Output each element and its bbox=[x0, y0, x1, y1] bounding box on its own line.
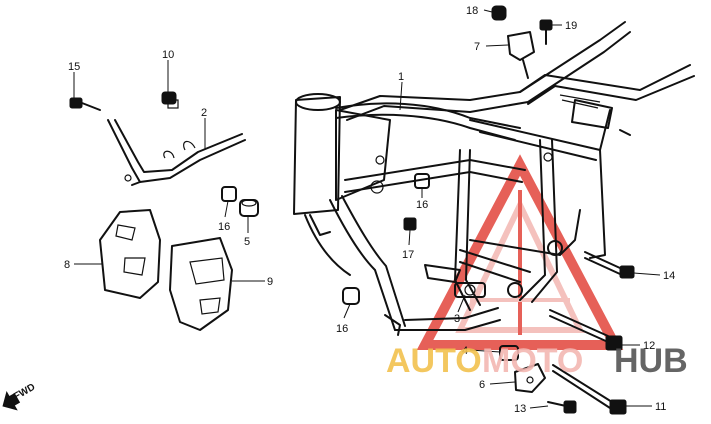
bracket-7-part bbox=[507, 31, 535, 79]
side-cover-left-part bbox=[99, 209, 161, 299]
callout-18: 18 bbox=[466, 5, 478, 17]
bolt-12-part bbox=[549, 309, 623, 351]
main-frame bbox=[293, 21, 695, 336]
rubber-16-part bbox=[221, 186, 237, 202]
bolt-15-part bbox=[69, 97, 101, 111]
nut-17-part bbox=[403, 217, 417, 231]
side-cover-right-part bbox=[169, 237, 233, 331]
nut-10-part bbox=[161, 91, 179, 109]
callout-9: 9 bbox=[267, 276, 273, 288]
callout-19: 19 bbox=[565, 20, 577, 32]
bolt-19-part bbox=[539, 19, 553, 45]
collar-4-part bbox=[499, 345, 519, 361]
rubber-16-low-part bbox=[342, 287, 360, 305]
callout-8: 8 bbox=[64, 259, 70, 271]
callout-11: 11 bbox=[655, 401, 666, 413]
callout-6: 6 bbox=[479, 379, 485, 391]
callout-13: 13 bbox=[514, 403, 526, 415]
forward-direction-indicator: FWD bbox=[2, 382, 37, 411]
callout-10: 10 bbox=[162, 49, 174, 61]
callout-5: 5 bbox=[244, 236, 250, 248]
fwd-label: FWD bbox=[12, 382, 37, 403]
bracket-6-part bbox=[514, 363, 546, 393]
leader-lines bbox=[73, 9, 661, 409]
bolt-13-part bbox=[547, 400, 577, 414]
callout-2: 2 bbox=[201, 107, 207, 119]
callout-15: 15 bbox=[68, 61, 80, 73]
callout-1: 1 bbox=[398, 71, 404, 83]
watermark-logo-triangle bbox=[416, 154, 624, 350]
watermark-text: AUTO MOTO HUB bbox=[386, 342, 688, 380]
collar-3-part bbox=[454, 282, 486, 298]
bolt-14-part bbox=[584, 251, 635, 279]
callout-3: 3 bbox=[454, 313, 460, 325]
collar-5-part bbox=[239, 199, 259, 217]
forward-arrow-icon bbox=[2, 391, 21, 411]
watermark-part-1: AUTO bbox=[386, 342, 482, 380]
grommet-18-part bbox=[491, 5, 507, 21]
bolt-11-part bbox=[552, 364, 627, 415]
watermark-part-2: MOTO bbox=[482, 342, 583, 380]
watermark-part-3: HUB bbox=[614, 342, 688, 380]
callout-4: 4 bbox=[462, 345, 468, 357]
callout-16-mid: 16 bbox=[416, 199, 428, 211]
callout-numbers: 1 2 3 4 5 6 7 8 9 10 11 12 13 14 15 16 1… bbox=[64, 5, 675, 415]
callout-14: 14 bbox=[663, 270, 675, 282]
callout-12: 12 bbox=[643, 340, 655, 352]
callout-16-low: 16 bbox=[336, 323, 348, 335]
callout-17: 17 bbox=[402, 249, 414, 261]
front-bracket-part bbox=[107, 119, 246, 186]
callout-16-left: 16 bbox=[218, 221, 230, 233]
callout-7: 7 bbox=[474, 41, 480, 53]
